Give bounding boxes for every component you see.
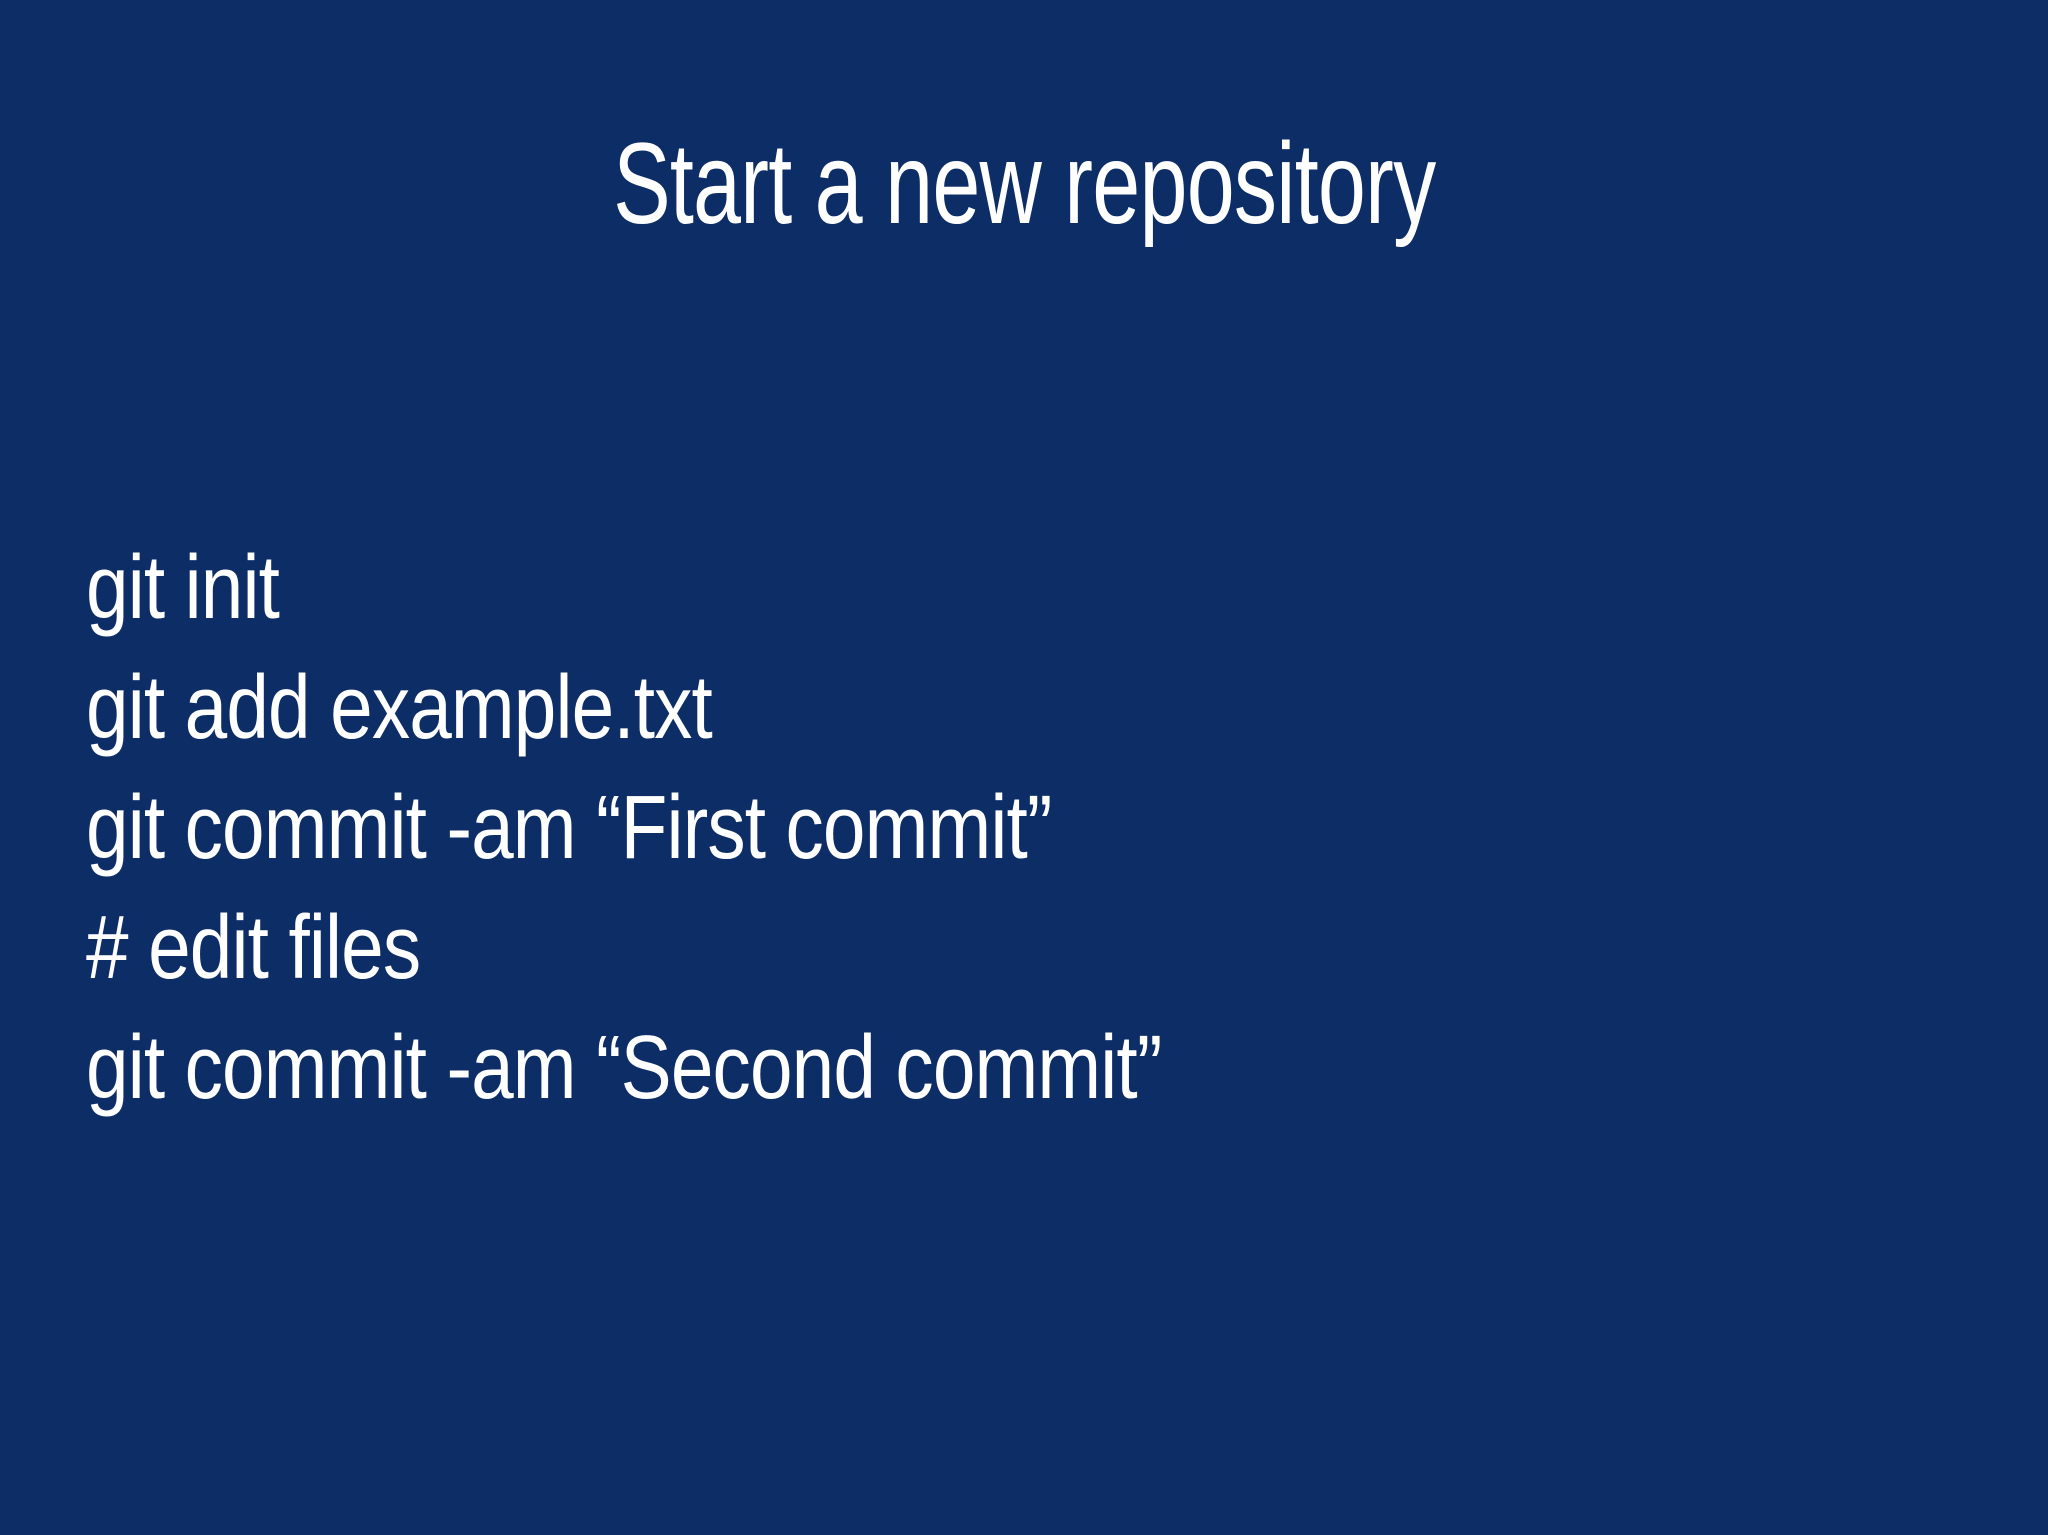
slide-title: Start a new repository [612,120,1436,248]
code-line-git-add: git add example.txt [86,658,713,758]
code-line-git-init: git init [86,538,280,638]
code-line-edit-files: # edit files [86,898,421,998]
title-row: Start a new repository [0,118,2048,250]
code-line-second-commit: git commit -am “Second commit” [86,1018,1162,1118]
code-block: git init git add example.txt git commit … [86,528,1351,1128]
code-line-first-commit: git commit -am “First commit” [86,778,1052,878]
